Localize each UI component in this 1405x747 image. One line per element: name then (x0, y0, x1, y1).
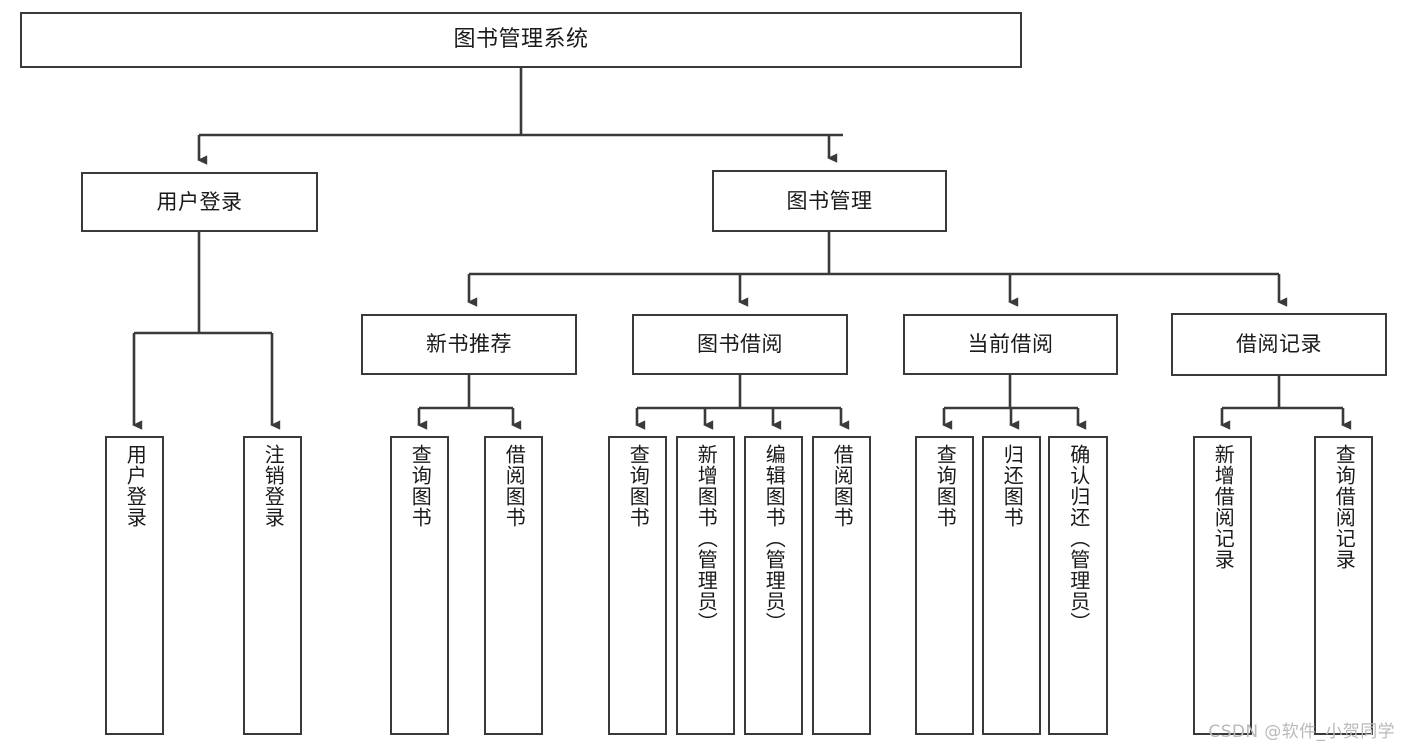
node-label: 新增借阅记录 (1211, 444, 1236, 570)
node-current-borrow[interactable]: 当前借阅 (903, 314, 1118, 375)
node-book-management[interactable]: 图书管理 (712, 170, 947, 232)
leaf-current-borrow-confirm-return-admin[interactable]: 确认归还（管理员） (1048, 436, 1108, 735)
node-label: 查询图书 (933, 444, 958, 528)
node-label: 用户登录 (123, 444, 148, 528)
node-borrow-record[interactable]: 借阅记录 (1171, 313, 1387, 376)
leaf-user-login-signin[interactable]: 用户登录 (105, 436, 164, 735)
leaf-user-login-signout[interactable]: 注销登录 (243, 436, 302, 735)
leaf-current-borrow-return-book[interactable]: 归还图书 (982, 436, 1041, 735)
node-label: 借阅图书 (830, 444, 855, 528)
node-label: 查询图书 (408, 444, 433, 528)
leaf-current-borrow-query-book[interactable]: 查询图书 (915, 436, 974, 735)
node-label: 当前借阅 (967, 332, 1054, 357)
node-label: 新增图书（管理员） (694, 444, 719, 633)
leaf-book-borrow-edit-book-admin[interactable]: 编辑图书（管理员） (744, 436, 803, 735)
node-label: 编辑图书（管理员） (762, 444, 787, 633)
node-label: 图书管理 (786, 188, 873, 213)
watermark-text: CSDN @软件_小贺同学 (1208, 722, 1395, 742)
node-label: 用户登录 (156, 189, 243, 214)
leaf-new-book-borrow-book[interactable]: 借阅图书 (484, 436, 543, 735)
node-label: 注销登录 (261, 444, 286, 528)
node-label: 图书借阅 (697, 332, 783, 357)
leaf-borrow-record-query-record[interactable]: 查询借阅记录 (1314, 436, 1373, 735)
node-label: 归还图书 (1000, 444, 1025, 528)
leaf-new-book-query-book[interactable]: 查询图书 (390, 436, 449, 735)
leaf-book-borrow-add-book-admin[interactable]: 新增图书（管理员） (676, 436, 735, 735)
node-user-login[interactable]: 用户登录 (81, 172, 318, 232)
node-new-book-recommend[interactable]: 新书推荐 (361, 314, 577, 375)
node-label: 图书管理系统 (453, 27, 589, 53)
node-label: 借阅图书 (502, 444, 527, 528)
node-label: 新书推荐 (426, 332, 512, 357)
node-root-book-management-system[interactable]: 图书管理系统 (20, 12, 1022, 68)
node-label: 借阅记录 (1236, 332, 1322, 357)
leaf-book-borrow-query-book[interactable]: 查询图书 (608, 436, 667, 735)
node-label: 查询借阅记录 (1332, 444, 1357, 570)
leaf-book-borrow-borrow-book[interactable]: 借阅图书 (812, 436, 871, 735)
node-label: 查询图书 (626, 444, 651, 528)
node-book-borrow[interactable]: 图书借阅 (632, 314, 848, 375)
leaf-borrow-record-add-record[interactable]: 新增借阅记录 (1193, 436, 1252, 735)
node-label: 确认归还（管理员） (1066, 444, 1091, 633)
